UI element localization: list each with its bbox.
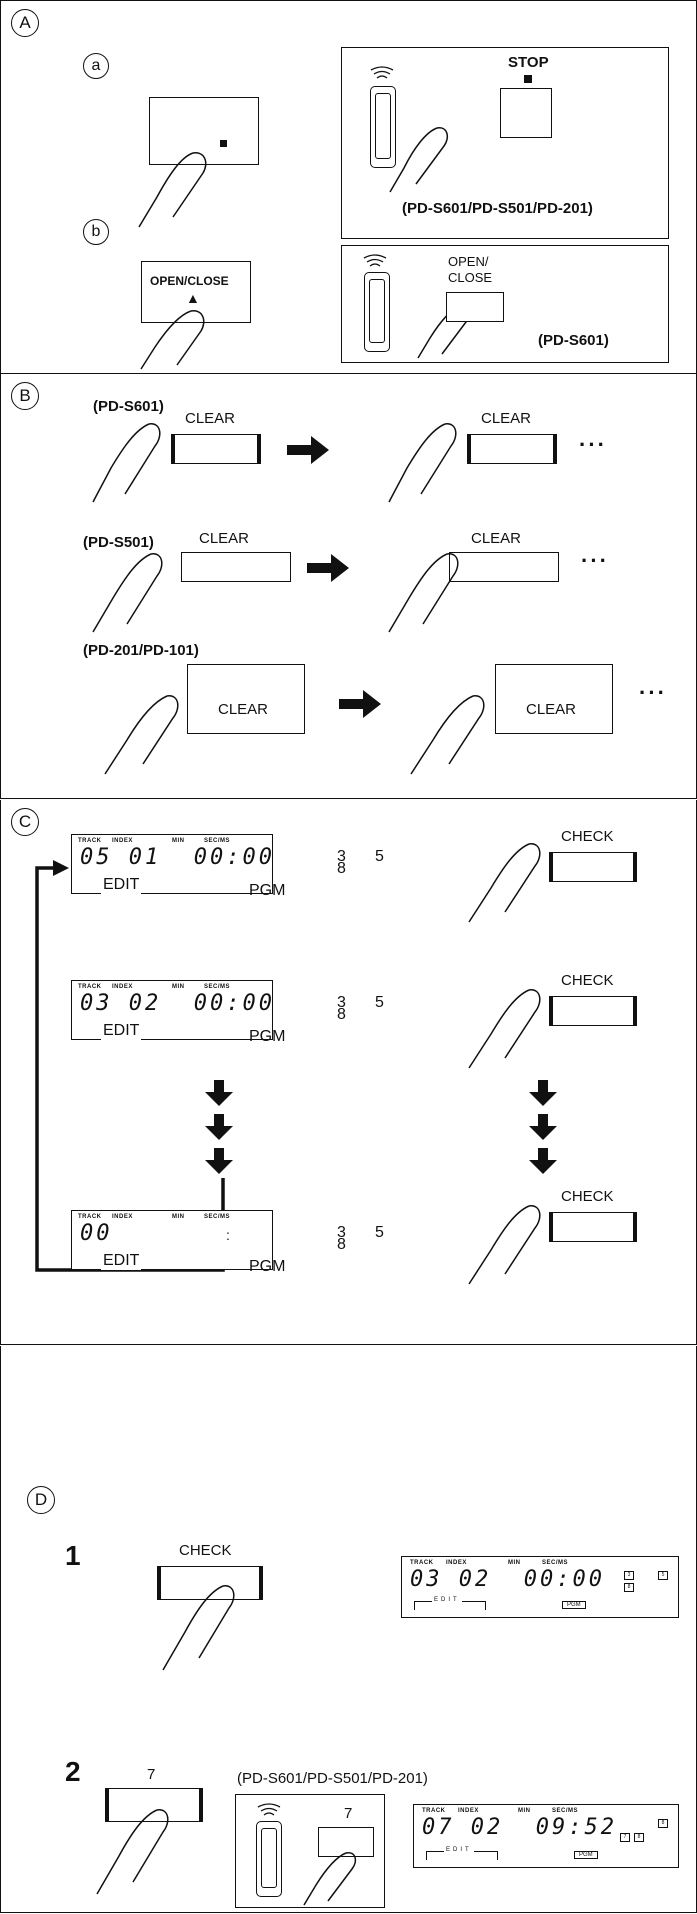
- check-button-1[interactable]: [549, 852, 637, 882]
- check-label-2: CHECK: [561, 972, 614, 989]
- finger-icon: [389, 127, 449, 193]
- remote-panel-b: OPEN/ CLOSE (PD-S601): [341, 245, 669, 363]
- stop-button-panel[interactable]: [149, 97, 259, 165]
- signal-icon: [363, 254, 387, 267]
- models-d-label: (PD-S601/PD-S501/PD-201): [237, 1770, 428, 1787]
- arrow-right-icon: [287, 436, 329, 464]
- section-b-letter: B: [11, 382, 39, 410]
- down-arrows-right: [529, 1080, 557, 1174]
- open-close-button-panel[interactable]: OPEN/CLOSE ▲: [141, 261, 251, 323]
- finger-icon: [303, 1852, 357, 1906]
- row1-dots: ···: [579, 432, 607, 457]
- row2-clear-label-1: CLEAR: [199, 530, 250, 547]
- finger-icon: [468, 1205, 541, 1285]
- stop-square-icon: [524, 75, 532, 83]
- check-button-3[interactable]: [549, 1212, 637, 1242]
- row3-clear-label-1: CLEAR: [218, 701, 269, 718]
- row2-clear-button-2[interactable]: [449, 552, 559, 582]
- close-label: CLOSE: [448, 270, 493, 285]
- step-2: 2: [65, 1756, 81, 1787]
- check-button-2[interactable]: [549, 996, 637, 1026]
- row2-model: (PD-S501): [83, 534, 154, 551]
- finger-icon: [138, 152, 207, 228]
- row2-clear-button-1[interactable]: [181, 552, 291, 582]
- row1-model: (PD-S601): [93, 398, 164, 415]
- remote-stop-button[interactable]: [500, 88, 552, 138]
- finger-icon: [140, 310, 205, 370]
- display-3-digits: 00: [80, 1221, 113, 1246]
- signal-icon: [370, 66, 394, 79]
- finger-icon: [468, 989, 541, 1069]
- finger-icon: [162, 1585, 235, 1671]
- signal-icon: [257, 1803, 281, 1816]
- step1-check-label: CHECK: [179, 1542, 232, 1559]
- stop-label: STOP: [508, 54, 549, 71]
- finger-icon: [388, 553, 459, 633]
- section-b: B (PD-S601) CLEAR CLEAR ··· (PD-S501) CL…: [0, 374, 697, 799]
- models-b-label: (PD-S601): [538, 332, 609, 349]
- remote-panel-d: 7: [235, 1794, 385, 1908]
- finger-icon: [92, 553, 163, 633]
- display-1-digits: 05 01 00:00: [80, 845, 275, 870]
- finger-icon: [104, 695, 179, 775]
- finger-icon: [388, 423, 457, 503]
- remote-open-close-button[interactable]: [446, 292, 504, 322]
- open-close-label: OPEN/CLOSE: [150, 274, 229, 288]
- remote-control-icon: [370, 86, 396, 168]
- arrow-right-icon: [339, 690, 381, 718]
- row1-clear-label-1: CLEAR: [185, 410, 236, 427]
- display-2-digits: 03 02 00:00: [80, 991, 275, 1016]
- display-d1: TRACK INDEX MIN SEC/MS 03 02 00:00 EDIT …: [401, 1556, 679, 1618]
- remote-panel-a: STOP (PD-S601/PD-S501/PD-201): [341, 47, 669, 239]
- row1-clear-button-1[interactable]: [171, 434, 261, 464]
- check-label-3: CHECK: [561, 1188, 614, 1205]
- row3-dots: ···: [639, 680, 667, 705]
- down-arrows-left: [205, 1080, 233, 1174]
- display-d2: TRACK INDEX MIN SEC/MS 07 02 09:52 EDIT …: [413, 1804, 679, 1868]
- arrow-right-icon: [307, 554, 349, 582]
- finger-icon: [92, 423, 161, 503]
- section-c: C TRACK INDEX MIN SEC/MS 05 01 00:00 EDI…: [0, 800, 697, 1345]
- row3-model: (PD-201/PD-101): [83, 642, 199, 659]
- open-label: OPEN/: [448, 254, 489, 269]
- row3-clear-button-1[interactable]: CLEAR: [187, 664, 305, 734]
- row1-clear-label-2: CLEAR: [481, 410, 532, 427]
- step-1: 1: [65, 1540, 81, 1571]
- section-c-letter: C: [11, 808, 39, 836]
- finger-icon: [468, 843, 541, 923]
- section-a-letter: A: [11, 9, 39, 37]
- section-d: D 1 CHECK TRACK INDEX MIN SEC/MS 03 02 0…: [0, 1346, 697, 1913]
- key-7-button[interactable]: [105, 1788, 203, 1822]
- finger-icon: [96, 1809, 169, 1895]
- remote-control-icon: [364, 272, 390, 352]
- remote-control-icon: [256, 1821, 282, 1897]
- eject-icon: ▲: [186, 290, 200, 306]
- row3-clear-label-2: CLEAR: [526, 701, 577, 718]
- remote-key-7-label: 7: [344, 1805, 353, 1822]
- section-a: A a STOP (PD-S601/PD-S501/PD-201) b OPEN…: [0, 0, 697, 374]
- key-7-label: 7: [147, 1766, 156, 1783]
- display-d1-digits: 03 02 00:00: [410, 1567, 605, 1592]
- display-d2-digits: 07 02 09:52: [422, 1815, 617, 1840]
- display-2: TRACK INDEX MIN SEC/MS 03 02 00:00: [71, 980, 273, 1040]
- models-a-label: (PD-S601/PD-S501/PD-201): [402, 200, 593, 217]
- row2-clear-label-2: CLEAR: [471, 530, 522, 547]
- row3-clear-button-2[interactable]: CLEAR: [495, 664, 613, 734]
- check-label-1: CHECK: [561, 828, 614, 845]
- section-d-letter: D: [27, 1486, 55, 1514]
- sub-a-letter: a: [83, 53, 109, 79]
- row2-dots: ···: [581, 548, 609, 573]
- stop-square-icon: [220, 140, 227, 147]
- sub-b-letter: b: [83, 219, 109, 245]
- display-3-colon: :: [226, 1227, 230, 1243]
- finger-icon: [410, 695, 485, 775]
- remote-key-7-button[interactable]: [318, 1827, 374, 1857]
- row1-clear-button-2[interactable]: [467, 434, 557, 464]
